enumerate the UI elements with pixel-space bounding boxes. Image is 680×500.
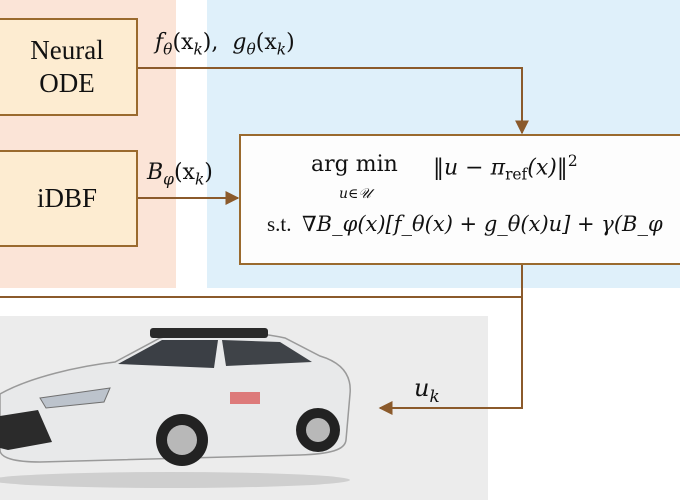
- idbf-label: iDBF: [36, 183, 98, 213]
- front-wheel-rim: [167, 425, 197, 455]
- objective-superscript: 2: [567, 152, 578, 170]
- b-subscript: φ: [163, 170, 174, 189]
- roof-sensor-rack: [150, 328, 268, 338]
- b-arg-subscript: k: [194, 170, 205, 189]
- argmin-subscript: u∈𝒰: [339, 186, 371, 202]
- f-argument: (x: [172, 30, 194, 55]
- car-body: [0, 331, 351, 463]
- f-close: ): [202, 30, 212, 55]
- g-symbol: g: [232, 30, 247, 55]
- g-subscript: θ: [246, 40, 256, 59]
- control-output-label: uk: [414, 374, 440, 406]
- car-shadow: [0, 472, 350, 488]
- objective-expression: ‖u − πref(x)‖2: [433, 152, 578, 184]
- door-logo: [230, 392, 260, 404]
- f-symbol: f: [155, 30, 164, 55]
- g-argument: (x: [255, 30, 277, 55]
- g-close: ): [286, 30, 295, 55]
- g-arg-subscript: k: [276, 40, 287, 59]
- headlight: [39, 387, 111, 409]
- b-symbol: B: [147, 160, 164, 185]
- argmin-operator: arg min: [311, 152, 398, 177]
- front-grille: [0, 410, 52, 450]
- windshield: [118, 340, 218, 368]
- f-subscript: θ: [163, 40, 173, 59]
- f-arg-subscript: k: [193, 40, 203, 59]
- objective-tail: (x)‖: [527, 155, 568, 181]
- neural-ode-box: Neural ODE: [0, 18, 138, 116]
- subject-to-label: s.t.: [267, 212, 292, 236]
- objective-subscript: ref: [505, 165, 528, 184]
- control-arrow: [378, 262, 523, 415]
- objective-row: arg min u∈𝒰 ‖u − πref(x)‖2: [311, 150, 680, 205]
- f-g-label: fθ(xk), gθ(xk): [155, 30, 295, 58]
- neural-ode-label-line1: Neural: [30, 35, 104, 65]
- constraint-expression: ∇B_φ(x)[f_θ(x) + g_θ(x)u] + γ(B_φ: [302, 212, 663, 236]
- qp-controller-box: arg min u∈𝒰 ‖u − πref(x)‖2 s.t. ∇B_φ(x)[…: [239, 134, 680, 265]
- objective-main: ‖u − π: [433, 155, 506, 181]
- idbf-box: iDBF: [0, 150, 138, 247]
- side-window: [222, 340, 312, 366]
- neural-ode-label-line2: ODE: [39, 68, 95, 98]
- rear-wheel-rim: [306, 418, 330, 442]
- autonomous-car-image: [0, 328, 351, 488]
- separator-comma: ,: [211, 30, 219, 55]
- u-subscript: k: [429, 385, 440, 406]
- b-argument: (x: [173, 160, 195, 185]
- b-close: ): [204, 160, 213, 185]
- u-symbol: u: [414, 374, 430, 402]
- constraint-row: s.t. ∇B_φ(x)[f_θ(x) + g_θ(x)u] + γ(B_φ: [267, 212, 663, 237]
- barrier-label: Bφ(xk): [147, 160, 213, 188]
- f-g-arrow: [138, 67, 529, 135]
